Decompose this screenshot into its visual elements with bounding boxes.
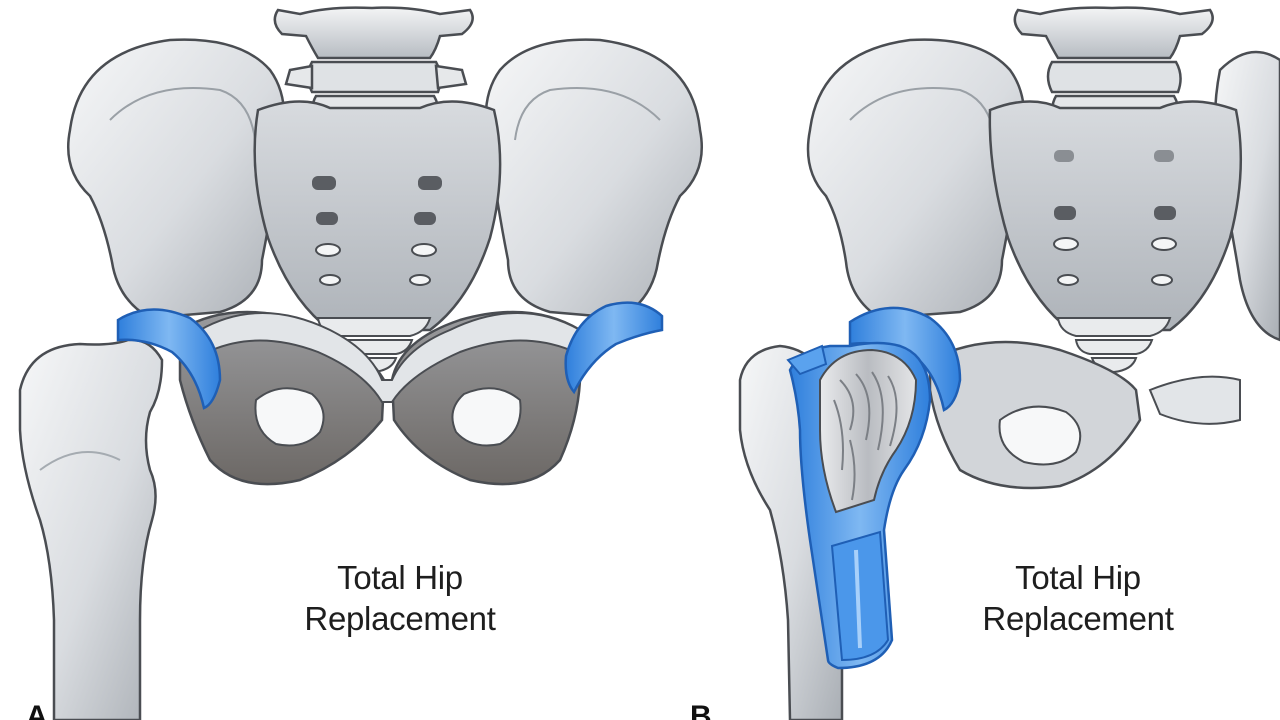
sacrum-b: [988, 100, 1243, 332]
sacrum-a: [253, 100, 502, 332]
caption-panel-a: Total Hip Replacement: [280, 557, 520, 639]
panel-b: [738, 6, 1280, 720]
acetabular-cup-left-a: [116, 308, 222, 410]
pubic-ramus-right-b: [1148, 375, 1241, 425]
panel-letter-a: A: [26, 700, 48, 720]
acetabular-cup-right-a: [564, 301, 664, 395]
caption-a-line1: Total Hip: [337, 559, 463, 596]
ilium-right-a: [484, 38, 704, 320]
ilium-left-b: [806, 38, 1026, 320]
sacral-foramina-b: [1053, 150, 1177, 286]
panel-a: [18, 6, 704, 720]
caption-b-line1: Total Hip: [1015, 559, 1141, 596]
obturator-foramen-right-a: [451, 387, 522, 447]
coccyx-b: [1056, 317, 1172, 374]
sacral-foramina-a: [312, 176, 442, 286]
femur-a: [18, 338, 164, 720]
caption-panel-b: Total Hip Replacement: [958, 557, 1198, 639]
femoral-stem: [786, 341, 932, 670]
obturator-foramen-left-a: [254, 387, 325, 447]
ilium-left-a: [66, 38, 286, 320]
caption-a-line2: Replacement: [304, 600, 496, 637]
obturator-foramen-b: [998, 405, 1082, 466]
panel-letter-b: B: [690, 700, 712, 720]
caption-b-line2: Replacement: [982, 600, 1174, 637]
